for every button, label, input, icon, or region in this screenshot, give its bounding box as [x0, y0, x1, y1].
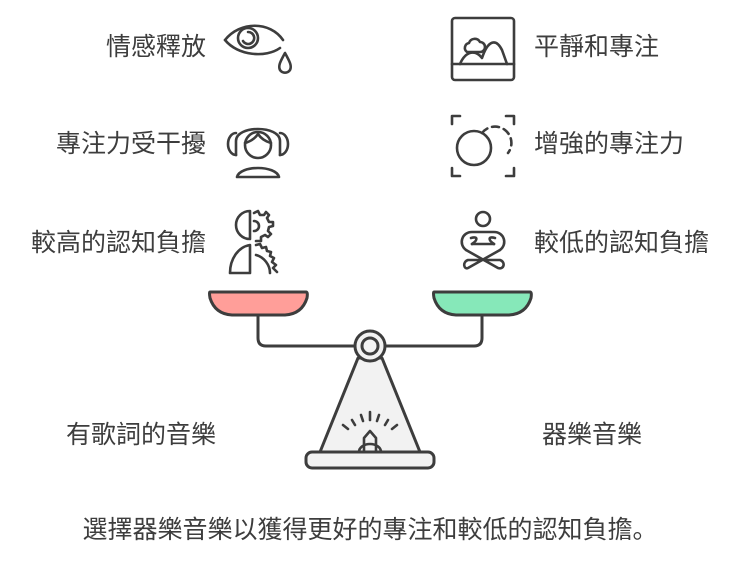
pivot-inner: [360, 336, 380, 356]
focus-target-icon: [450, 114, 516, 178]
right-item-label-lower-cognitive-load: 較低的認知負擔: [534, 228, 710, 257]
landscape-picture-icon: [450, 16, 516, 82]
right-beam: [384, 314, 484, 348]
right-side-title: 器樂音樂: [542, 420, 643, 449]
left-pan: [208, 290, 309, 317]
person-gears-icon: [226, 207, 292, 275]
crying-eye-icon: [222, 18, 293, 82]
light-bulb-icon: [341, 410, 399, 454]
left-item-label-higher-cognitive-load: 較高的認知負擔: [30, 228, 206, 257]
right-item-label-calm-focus: 平靜和專注: [534, 32, 660, 61]
left-item-label-emotional-release: 情感釋放: [105, 32, 206, 61]
left-item-label-distraction: 專注力受干擾: [55, 129, 206, 158]
right-pan: [432, 290, 533, 317]
meditation-person-icon: [458, 210, 508, 276]
left-beam: [256, 314, 356, 348]
scale-base: [304, 450, 436, 470]
person-headphones-icon: [224, 113, 292, 179]
diagram-caption: 選擇器樂音樂以獲得更好的專注和較低的認知負擔。: [82, 515, 658, 544]
fulcrum-stand: [318, 356, 422, 454]
right-item-label-enhanced-focus: 增強的專注力: [534, 129, 685, 158]
left-side-title: 有歌詞的音樂: [66, 420, 217, 449]
